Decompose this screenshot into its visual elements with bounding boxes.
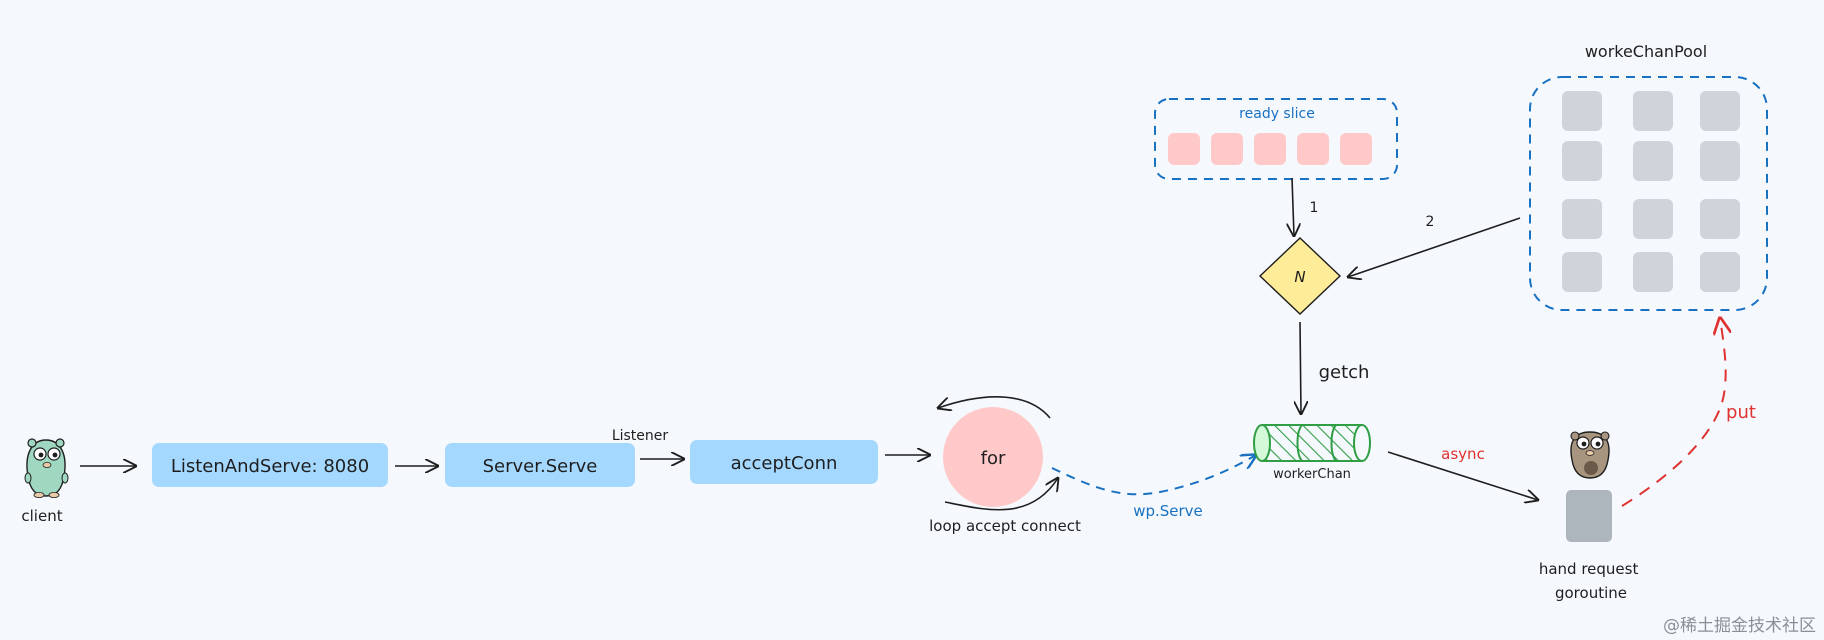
ready-slice-slot [1297, 133, 1329, 165]
client-label: client [21, 507, 62, 525]
ready-slice-slot [1168, 133, 1200, 165]
accept-conn-label: acceptConn [731, 453, 838, 474]
async-label: async [1441, 445, 1485, 463]
server-serve-label: Server.Serve [483, 456, 598, 477]
worker-chan-pool-slot [1700, 141, 1740, 181]
ready-slice-slot [1254, 133, 1286, 165]
hand-request-label: hand request goroutine [1539, 560, 1643, 602]
getch-label: getch [1319, 362, 1370, 383]
wp-serve-label: wp.Serve [1133, 502, 1203, 520]
listener-label: Listener [612, 428, 669, 444]
step-1-label: 1 [1310, 200, 1319, 216]
for-loop-circle [943, 407, 1043, 507]
worker-chan-pool-slot [1562, 252, 1602, 292]
wp-serve-arrow [1051, 455, 1256, 496]
loop-accept-label: loop accept connect [929, 517, 1081, 535]
ready-slice-slot [1211, 133, 1243, 165]
ready-slice-label: ready slice [1239, 106, 1315, 122]
diamond-label: N [1294, 268, 1305, 286]
worker-chan-cylinder [1253, 424, 1371, 462]
server-serve-box [445, 443, 635, 487]
worker-chan-pool-slot [1562, 141, 1602, 181]
ready-slice-group [1154, 98, 1398, 180]
loop-top-arrow [938, 396, 1051, 419]
diamond-to-worker-arrow [1300, 321, 1301, 414]
worker-chan-pool-slot [1562, 91, 1602, 131]
worker-chan-pool-label: workeChanPool [1585, 42, 1707, 61]
worker-chan-pool-slot [1700, 91, 1740, 131]
accept-conn-box [690, 440, 878, 484]
watermark: @稀土掘金技术社区 [1663, 616, 1816, 636]
selector-diamond [1258, 237, 1342, 315]
listen-and-serve-box [152, 443, 388, 487]
pool-to-diamond-arrow [1348, 217, 1521, 277]
step-2-label: 2 [1426, 214, 1435, 230]
async-arrow [1387, 451, 1538, 500]
worker-chan-pool-slot [1633, 199, 1673, 239]
worker-chan-pool-slot [1700, 199, 1740, 239]
ready-slice-slot [1340, 133, 1372, 165]
worker-chan-pool-slot [1562, 199, 1602, 239]
ready-to-diamond-arrow [1292, 177, 1294, 236]
listen-and-serve-label: ListenAndServe: 8080 [171, 456, 369, 477]
worker-chan-pool-slot [1700, 252, 1740, 292]
for-loop-label: for [981, 448, 1006, 469]
put-label: put [1726, 402, 1756, 423]
worker-chan-pool-slots [1562, 91, 1740, 292]
worker-chan-pool-slot [1633, 91, 1673, 131]
loop-bottom-arrow [944, 478, 1058, 511]
ready-slice-slots [1168, 133, 1372, 165]
worker-chan-pool-slot [1633, 141, 1673, 181]
handler-gopher-icon [1570, 431, 1610, 479]
worker-chan-pool-slot [1633, 252, 1673, 292]
worker-chan-pool-group [1529, 76, 1768, 311]
goroutine-block [1566, 490, 1612, 542]
worker-chan-label: workerChan [1273, 467, 1351, 482]
client-gopher-icon [24, 438, 69, 498]
put-arrow [1621, 318, 1726, 507]
